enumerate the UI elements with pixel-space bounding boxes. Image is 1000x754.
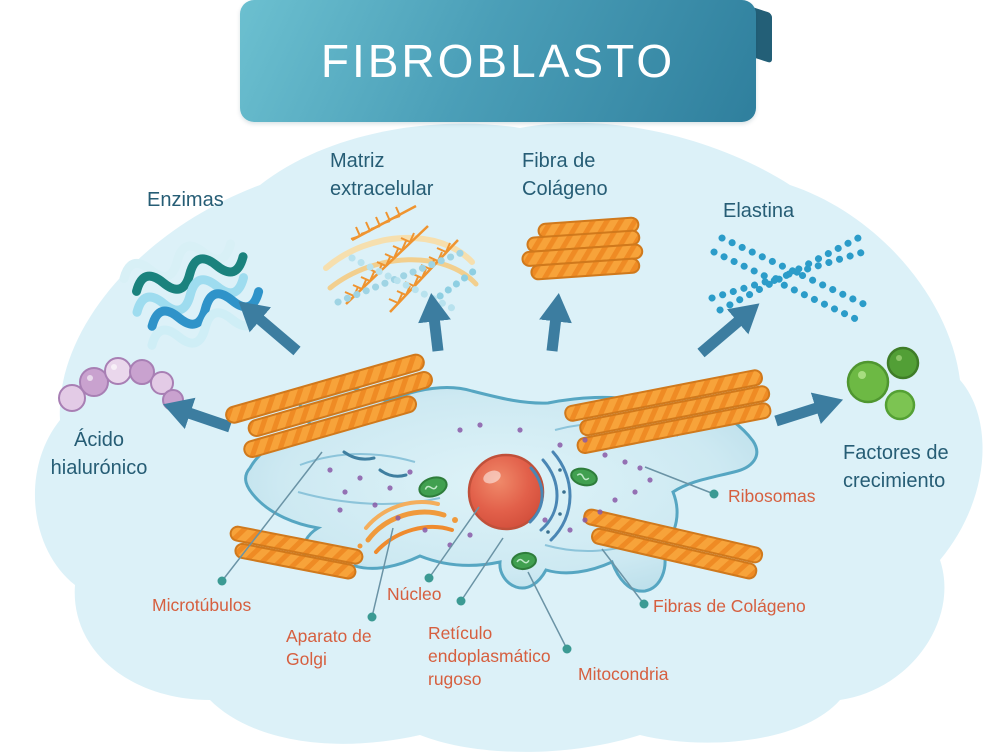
mitochondrion-2 (570, 467, 598, 487)
arrow-enzimas (238, 301, 301, 356)
label-acido-hialuronico: Ácido hialurónico (50, 429, 148, 479)
label-aparato-de-golgi: Aparato de Golgi (286, 626, 372, 670)
label-enzimas: Enzimas (147, 189, 224, 211)
leader-ribosomas (644, 466, 715, 495)
arrow-fibra-colageno (539, 292, 572, 352)
collagen-bundle-lower-right (583, 508, 764, 580)
label-reticulo: Retículo endoplasmático rugoso (428, 623, 551, 690)
page-title: FIBROBLASTO (320, 35, 676, 87)
growth-factors-illustration (846, 346, 920, 421)
golgi-apparatus (357, 500, 458, 554)
mitochondrion-3 (511, 551, 537, 571)
label-mitocondria: Mitocondria (578, 664, 669, 684)
label-elastina: Elastina (723, 200, 795, 222)
fibroblast-cell (225, 353, 772, 593)
mitochondrion-1 (418, 476, 448, 498)
collagen-fiber-illustration (521, 216, 644, 281)
label-matriz-extracelular: Matriz extracelular (330, 150, 434, 200)
leader-lines (217, 451, 719, 654)
label-nucleo: Núcleo (387, 584, 442, 604)
leader-golgi (371, 527, 394, 618)
cell-surface-marks (342, 450, 408, 478)
collagen-bundle-upper-left (225, 353, 433, 459)
elastin-illustration (708, 232, 874, 324)
rough-er (528, 450, 572, 542)
leader-reticulo (460, 537, 504, 602)
label-ribosomas: Ribosomas (728, 486, 816, 506)
label-microtubulos: Microtúbulos (152, 595, 252, 615)
leader-nucleo (428, 506, 480, 579)
leader-fibras-colageno (601, 548, 645, 605)
collagen-bundle-upper-right (564, 369, 772, 455)
ribosome-dots (327, 422, 653, 548)
extracellular-matrix-illustration (323, 204, 482, 313)
leader-mitocondria (527, 571, 568, 650)
arrow-matriz (418, 292, 451, 352)
title-banner: FIBROBLASTO (240, 0, 772, 122)
label-fibras-de-colageno: Fibras de Colágeno (653, 596, 806, 616)
arrow-acido-hialuronico (163, 397, 232, 433)
leader-microtubulos (221, 451, 323, 582)
banner: FIBROBLASTO (240, 0, 756, 122)
label-fibra-de-colageno: Fibra de Colágeno (522, 150, 608, 200)
arrow-elastina (697, 303, 760, 358)
arrows (163, 292, 844, 433)
arrow-factores (774, 392, 844, 427)
collagen-bundle-lower-left (229, 525, 364, 580)
label-factores-de-crecimiento: Factores de crecimiento (843, 442, 949, 492)
